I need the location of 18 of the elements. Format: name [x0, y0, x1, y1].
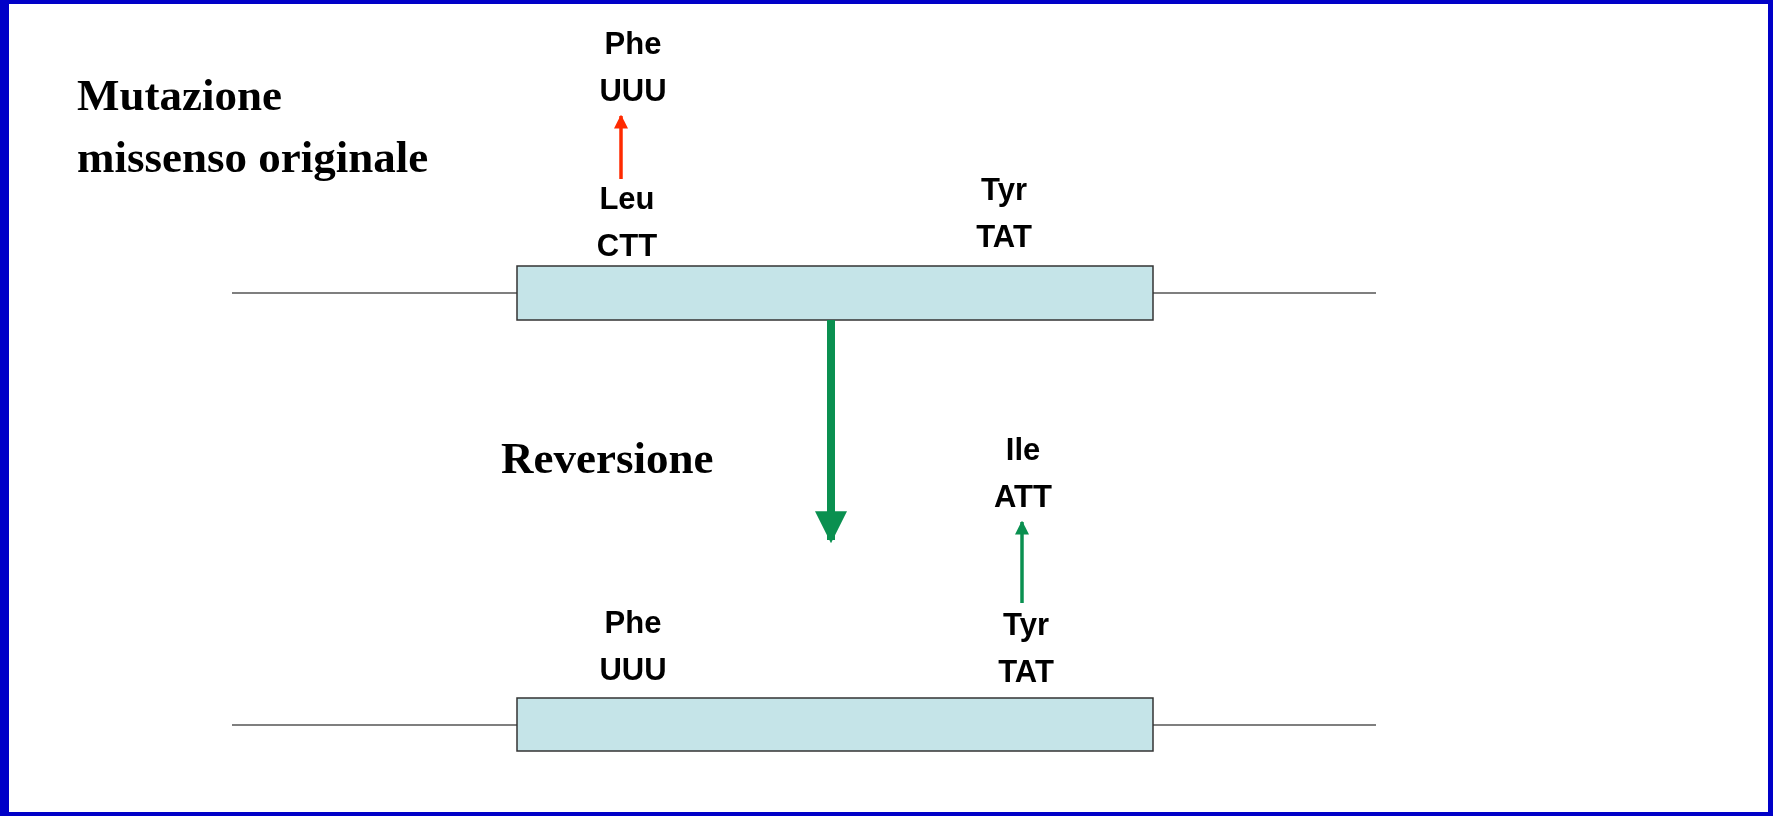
amino-acid-label: Leu — [599, 180, 655, 218]
amino-acid-label: Phe — [604, 25, 662, 63]
codon-label: TAT — [976, 218, 1032, 256]
amino-acid-label: Tyr — [1003, 606, 1049, 644]
codon-label: UUU — [599, 651, 667, 689]
amino-acid-label: Tyr — [981, 171, 1027, 209]
codon-label: CTT — [596, 227, 658, 265]
gene-bar — [516, 697, 1154, 752]
codon-label: UUU — [599, 72, 667, 110]
amino-acid-label: Phe — [604, 604, 662, 642]
heading: Mutazione missenso originale — [77, 69, 430, 184]
codon-label: TAT — [998, 653, 1054, 691]
arrow — [614, 114, 628, 179]
arrow — [815, 320, 847, 544]
arrow — [1015, 520, 1029, 603]
gene-bar — [516, 265, 1154, 321]
codon-label: ATT — [994, 478, 1052, 516]
amino-acid-label: Ile — [1005, 431, 1041, 469]
